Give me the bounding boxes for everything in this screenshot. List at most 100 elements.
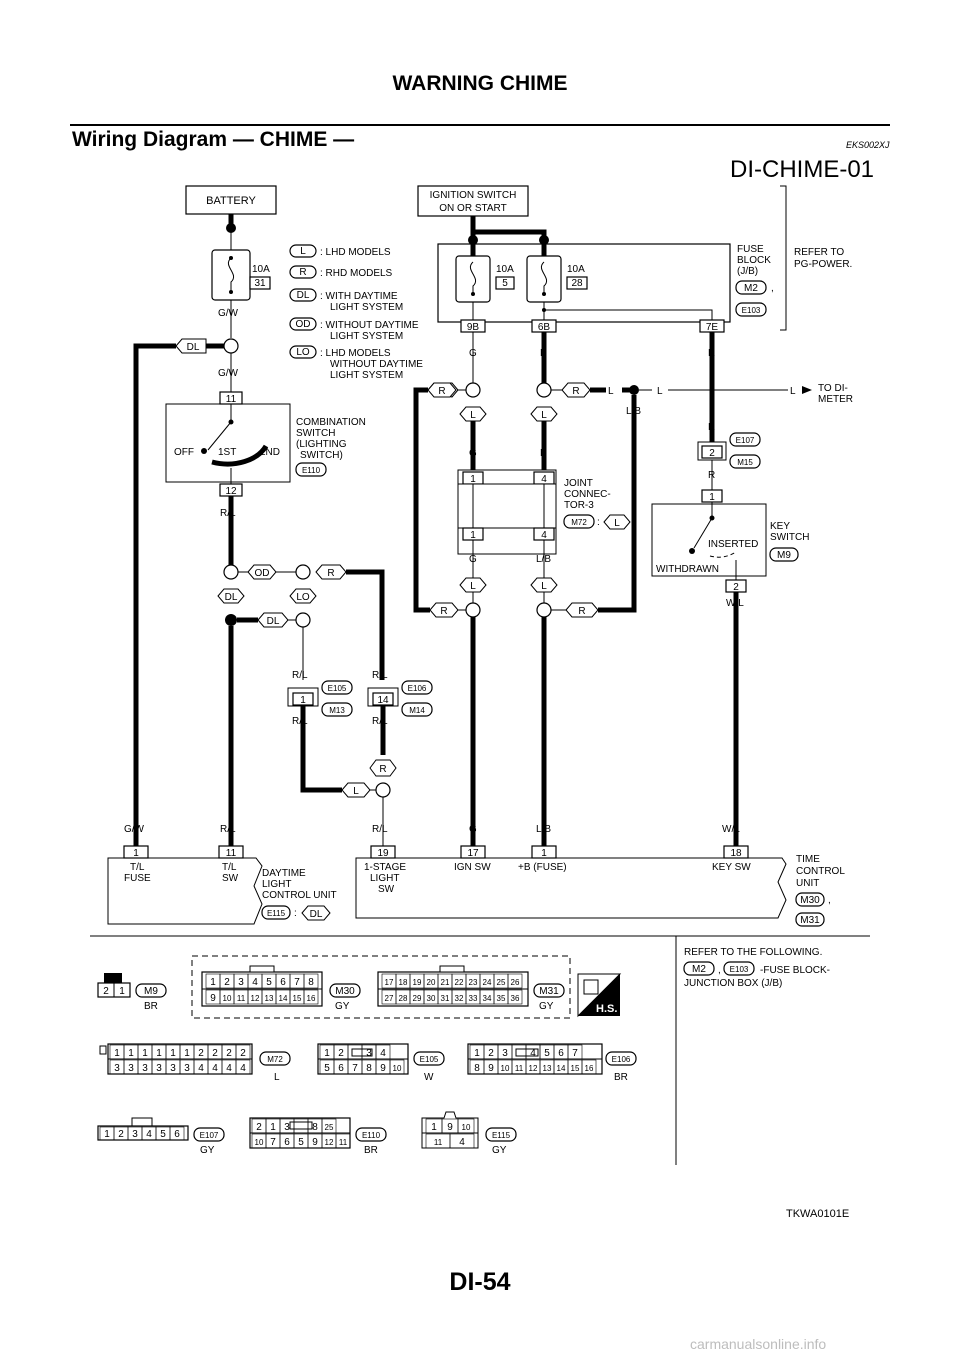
svg-text:LIGHT: LIGHT [262, 879, 291, 890]
svg-text:: WITH DAYTIME: : WITH DAYTIME [320, 291, 398, 302]
svg-text:M13: M13 [329, 706, 345, 715]
svg-text:M14: M14 [409, 706, 425, 715]
svg-text:TOR-3: TOR-3 [564, 500, 594, 511]
connector-cell [303, 989, 319, 1005]
connector-pin-number: 36 [511, 994, 520, 1003]
svg-text:R: R [708, 422, 715, 433]
connector-pin-number: 1 [184, 1048, 190, 1059]
svg-text:L: L [540, 448, 546, 459]
connector-cell [581, 1059, 597, 1075]
svg-text:L: L [608, 386, 614, 397]
connector-pin-number: 30 [427, 994, 436, 1003]
connector-pin-number: 17 [385, 978, 394, 987]
svg-text:L: L [614, 518, 620, 529]
svg-text:COMBINATION: COMBINATION [296, 417, 366, 428]
svg-text:E107: E107 [200, 1131, 219, 1140]
svg-text:BR: BR [614, 1072, 628, 1083]
svg-text:R/L: R/L [292, 670, 308, 681]
connector-cell [321, 1118, 337, 1134]
connector-pin-number: 3 [156, 1063, 162, 1074]
svg-text:DL: DL [297, 290, 310, 301]
svg-text:31: 31 [254, 278, 266, 289]
connector-pin-number: 3 [238, 977, 244, 988]
svg-text:R: R [572, 386, 579, 397]
connector-pin-number: 22 [455, 978, 464, 987]
connector-pin-number: 31 [441, 994, 450, 1003]
page-title: WARNING CHIME [392, 72, 568, 95]
svg-text:R/L: R/L [292, 716, 308, 727]
svg-text:R/L: R/L [220, 824, 236, 835]
watermark: carmanualsonline.info [690, 1336, 827, 1352]
connector-cell [507, 973, 523, 989]
svg-text:10A: 10A [567, 264, 585, 275]
connector-pin-number: 9 [380, 1063, 386, 1074]
svg-text:LO: LO [296, 592, 310, 603]
connector-pin-number: 2 [212, 1048, 218, 1059]
svg-text:14: 14 [377, 695, 389, 706]
svg-text:UNIT: UNIT [796, 878, 819, 889]
svg-text:JUNCTION BOX (J/B): JUNCTION BOX (J/B) [684, 978, 782, 989]
svg-text:INSERTED: INSERTED [708, 539, 758, 550]
svg-text:REFER TO THE FOLLOWING.: REFER TO THE FOLLOWING. [684, 947, 822, 958]
svg-text:R/L: R/L [220, 508, 236, 519]
connector-pin-number: 27 [385, 994, 394, 1003]
svg-text:CONNEC-: CONNEC- [564, 489, 611, 500]
connector-pin-number: 5 [266, 977, 272, 988]
svg-text:R: R [578, 606, 585, 617]
connector-pin-number: 3 [142, 1063, 148, 1074]
combination-switch-box [165, 403, 291, 483]
svg-text:LIGHT: LIGHT [370, 873, 399, 884]
connector-pin-number: 2 [338, 1048, 344, 1059]
connector-cell [449, 1133, 475, 1149]
connector-pin-number: 3 [170, 1063, 176, 1074]
connector-pin-number: 2 [224, 977, 230, 988]
svg-text:R: R [438, 386, 445, 397]
svg-text:4: 4 [541, 530, 547, 541]
svg-text:E106: E106 [408, 684, 427, 693]
svg-text:KEY: KEY [770, 521, 790, 532]
svg-text:2ND: 2ND [260, 447, 280, 458]
svg-text:10A: 10A [496, 264, 514, 275]
svg-text:G/W: G/W [124, 824, 145, 835]
svg-text:E110: E110 [362, 1131, 381, 1140]
svg-text:: LHD MODELS: : LHD MODELS [320, 247, 391, 258]
connector-pin-number: 12 [325, 1138, 334, 1147]
svg-text:18: 18 [730, 848, 742, 859]
svg-text:M9: M9 [144, 986, 158, 997]
section-code: EKS002XJ [846, 140, 890, 150]
svg-text:GY: GY [335, 1001, 350, 1012]
fuse-block-label-3: (J/B) [737, 266, 758, 277]
connector-pin-number: 4 [212, 1063, 218, 1074]
connector-pin-number: 1 [431, 1122, 437, 1133]
battery-label: BATTERY [206, 195, 256, 207]
connector-pin-number: 24 [483, 978, 492, 987]
key-switch-box [651, 503, 767, 577]
svg-text:L: L [470, 410, 476, 421]
svg-text:DL: DL [187, 342, 200, 353]
connector-pin-number: 26 [511, 978, 520, 987]
svg-text:E103: E103 [730, 965, 749, 974]
connector-pin-number: 3 [366, 1048, 372, 1059]
connector-pin-number: 10 [501, 1064, 510, 1073]
svg-text:G: G [469, 448, 477, 459]
connector-pin-number: 14 [279, 994, 288, 1003]
connector-pin-number: 9 [488, 1063, 494, 1074]
svg-text:E115: E115 [267, 909, 286, 918]
svg-text:BR: BR [144, 1001, 158, 1012]
svg-text:DAYTIME: DAYTIME [262, 868, 306, 879]
connector-pin-number: 3 [114, 1063, 120, 1074]
svg-text:G/W: G/W [218, 368, 239, 379]
connector-pin-number: 9 [312, 1137, 318, 1148]
svg-text:R: R [440, 606, 447, 617]
refer-bracket [780, 185, 787, 331]
svg-text:L: L [274, 1072, 280, 1083]
daytime-light-control-unit [107, 857, 263, 925]
svg-text:T/L: T/L [130, 862, 145, 873]
svg-text:L/B: L/B [536, 824, 551, 835]
connector-pin-number: 8 [308, 977, 314, 988]
connector-pin-number: 2 [226, 1048, 232, 1059]
legend: L : LHD MODELS R : RHD MODELS DL : WITH … [289, 244, 423, 381]
connector-m2: M2 [744, 283, 758, 294]
connector-pin-number: 3 [284, 1122, 290, 1133]
header-rule [70, 124, 890, 126]
